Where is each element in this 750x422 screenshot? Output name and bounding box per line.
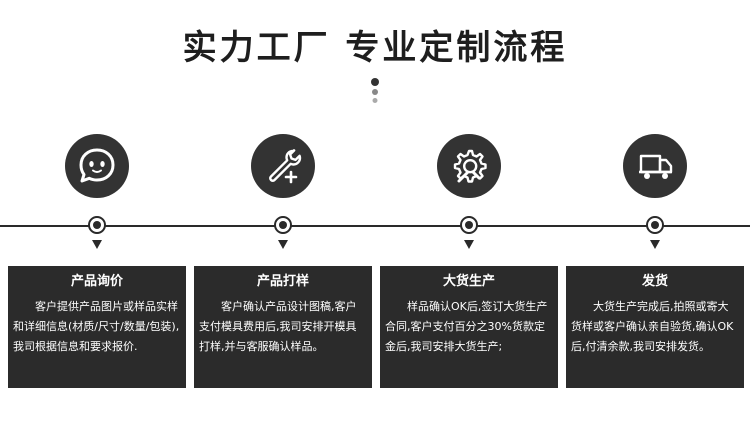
down-arrow-icon — [650, 240, 660, 249]
step-description: 样品确认OK后,签订大货生产合同,客户支付百分之30%货款定金后,我司安排大货生… — [385, 300, 548, 353]
timeline-node — [646, 216, 664, 234]
truck-icon — [623, 134, 687, 198]
step-title: 大货生产 — [442, 274, 495, 289]
process-step-production: 大货生产 样品确认OK后,签订大货生产合同,客户支付百分之30%货款定金后,我司… — [380, 0, 558, 422]
step-card: 产品询价 客户提供产品图片或样品实样和详细信息(材质/尺寸/数量/包装),我司根… — [8, 266, 186, 388]
step-card: 发货 大货生产完成后,拍照或寄大货样或客户确认亲自验货,确认OK后,付清余款,我… — [566, 266, 744, 388]
process-step-shipping: 发货 大货生产完成后,拍照或寄大货样或客户确认亲自验货,确认OK后,付清余款,我… — [566, 0, 744, 422]
down-arrow-icon — [278, 240, 288, 249]
title-decoration-dots — [369, 78, 381, 108]
step-description: 客户确认产品设计图稿,客户支付模具费用后,我司安排开模具打样,并与客服确认样品。 — [199, 300, 357, 353]
timeline-node — [274, 216, 292, 234]
timeline-node — [88, 216, 106, 234]
process-timeline-line — [0, 225, 750, 227]
wrench-plus-icon — [251, 134, 315, 198]
step-description: 客户提供产品图片或样品实样和详细信息(材质/尺寸/数量/包装),我司根据信息和要… — [13, 300, 180, 353]
page-title: 实力工厂 专业定制流程 — [182, 28, 568, 68]
step-card: 产品打样 客户确认产品设计图稿,客户支付模具费用后,我司安排开模具打样,并与客服… — [194, 266, 372, 388]
step-card: 大货生产 样品确认OK后,签订大货生产合同,客户支付百分之30%货款定金后,我司… — [380, 266, 558, 388]
chat-face-icon — [65, 134, 129, 198]
down-arrow-icon — [92, 240, 102, 249]
down-arrow-icon — [464, 240, 474, 249]
step-title: 产品打样 — [256, 274, 309, 289]
process-step-inquiry: 产品询价 客户提供产品图片或样品实样和详细信息(材质/尺寸/数量/包装),我司根… — [8, 0, 186, 422]
step-title: 产品询价 — [70, 274, 123, 289]
timeline-node — [460, 216, 478, 234]
gear-wrench-icon — [437, 134, 501, 198]
process-step-sampling: 产品打样 客户确认产品设计图稿,客户支付模具费用后,我司安排开模具打样,并与客服… — [194, 0, 372, 422]
step-description: 大货生产完成后,拍照或寄大货样或客户确认亲自验货,确认OK后,付清余款,我司安排… — [571, 300, 734, 353]
step-title: 发货 — [641, 274, 668, 289]
